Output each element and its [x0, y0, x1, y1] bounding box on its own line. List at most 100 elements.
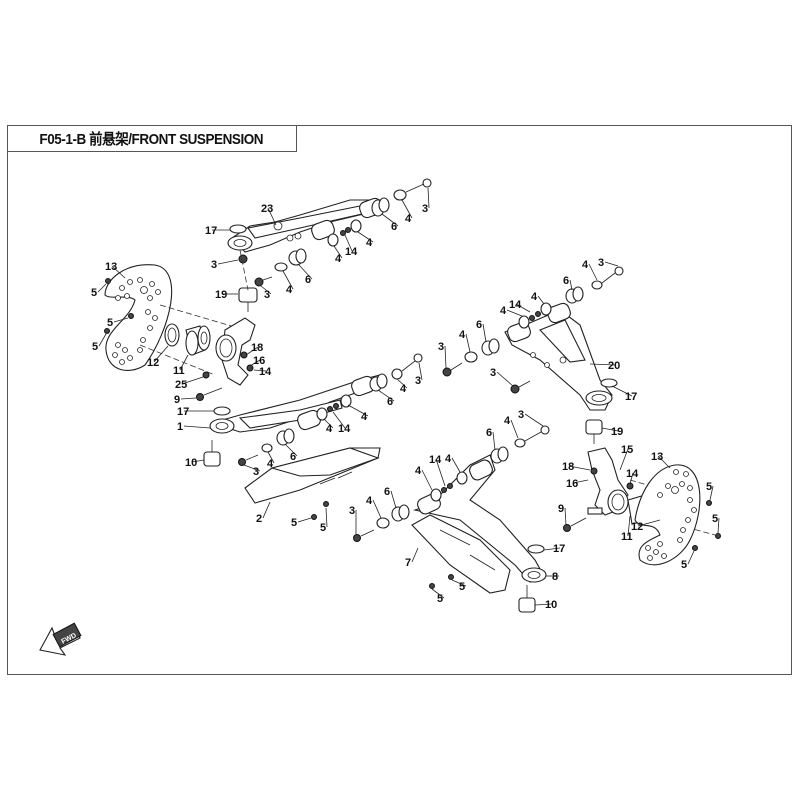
callout-leader-right-guard [411, 547, 419, 563]
callout-number-ul-washer-a: 4 [286, 284, 293, 296]
callout-leader-lower-left-ball-joint [191, 459, 205, 463]
callout-number-ll-washer-d: 4 [400, 383, 407, 395]
callout-number-ll-washer-a: 4 [267, 458, 274, 470]
callout-leader-left-disc-bolt-a [97, 283, 107, 293]
callout-number-ll-seal: 14 [338, 423, 351, 435]
callout-number-right-disc-bolt-c: 5 [681, 559, 687, 571]
lower-left-arm[interactable] [209, 374, 381, 434]
callout-number-lower-left-ball-joint: 10 [185, 457, 197, 469]
callout-leader-upper-right-arm [589, 363, 616, 366]
callout-leader-left-knuckle-bolt-25 [181, 376, 204, 385]
callout-number-upper-left-ring: 17 [205, 225, 217, 237]
callout-number-lr-bolt-b: 3 [518, 409, 524, 421]
callout-leader-ul-bush-a [297, 263, 313, 280]
callout-leader-right-knuckle-nut [568, 465, 591, 471]
lower-left-arm-hardware [203, 353, 423, 467]
callout-leader-left-cotter-pin [249, 359, 261, 367]
callout-number-left-knuckle-bolt-25: 25 [175, 379, 187, 391]
callout-number-lower-left-arm: 1 [177, 421, 183, 433]
diagram-frame [7, 125, 792, 675]
callout-number-upper-left-arm: 23 [261, 203, 273, 215]
left-hub-parts [139, 304, 246, 376]
lower-right-arm[interactable] [412, 454, 547, 583]
callout-leader-right-knuckle-bolt [564, 507, 567, 526]
forward-direction-arrow-icon: FWD [39, 622, 82, 656]
callout-number-ul-washer-c: 4 [366, 237, 373, 249]
callout-leader-ul-washer-a [282, 270, 294, 290]
left-skid-guard[interactable] [244, 447, 381, 520]
callout-leader-lr-seal [435, 458, 446, 487]
title-box: F05-1-B 前悬架/FRONT SUSPENSION [7, 125, 297, 152]
callout-number-right-knuckle: 15 [621, 444, 633, 456]
callout-leader-left-disc-bolt-c [98, 333, 107, 347]
upper-right-arm[interactable] [504, 302, 613, 411]
callout-leader-lower-left-arm [183, 425, 211, 429]
callout-number-lower-right-ring: 17 [553, 543, 565, 555]
callout-number-lr-bolt-a: 3 [349, 505, 355, 517]
callout-number-left-disc-bolt-b: 5 [107, 317, 113, 329]
callout-leader-ul-bolt-a [260, 285, 272, 295]
callout-number-ul-bush-a: 6 [305, 274, 311, 286]
callout-leader-right-guard-bolt-b [451, 579, 467, 587]
callout-leader-ll-seal [332, 411, 346, 429]
callout-leader-right-disc-bolt-b [717, 517, 720, 534]
callout-number-upper-left-ball-joint: 19 [215, 289, 227, 301]
right-brake-disc[interactable] [634, 464, 721, 566]
callout-number-lr-bush-a: 6 [384, 486, 390, 498]
callout-leader-right-knuckle [619, 448, 629, 471]
callout-number-right-cotter-pin: 16 [566, 478, 578, 490]
callout-number-lower-right-arm: 8 [552, 571, 558, 583]
callout-number-left-disc-bolt-a: 5 [91, 287, 97, 299]
callout-number-right-guard-bolt-b: 5 [459, 581, 465, 593]
callout-leader-ul-bolt-b [427, 187, 430, 209]
callout-leader-ll-washer-d [396, 378, 408, 389]
callout-number-right-knuckle-nut: 18 [562, 461, 574, 473]
callout-number-ul-seal: 14 [345, 246, 358, 258]
callout-number-left-cotter-pin: 16 [253, 355, 265, 367]
callout-leader-right-bearing [627, 515, 631, 537]
callout-leader-lr-bolt-b [524, 413, 544, 427]
callout-leader-ul-washer-c [357, 231, 374, 243]
callout-number-ll-bolt-b: 3 [415, 375, 421, 387]
callout-number-ur-bolt-b: 3 [598, 257, 604, 269]
callout-leader-ur-seal [515, 303, 531, 313]
callout-leader-ur-bolt-b [604, 261, 619, 267]
callout-number-right-bearing: 11 [621, 531, 633, 543]
left-steering-knuckle[interactable] [196, 317, 256, 416]
callout-number-left-snap-ring: 12 [147, 357, 159, 369]
callout-leader-ll-bush-b [377, 389, 395, 402]
callout-leader-left-guard-bolt-a [297, 517, 312, 523]
callout-number-left-bearing: 11 [173, 365, 185, 377]
callout-number-ul-bolt-a: 3 [264, 289, 270, 301]
callout-leader-ur-bush-b [569, 279, 573, 291]
callout-number-lr-washer-a: 4 [366, 495, 373, 507]
callout-leader-ur-bolt-a [444, 345, 447, 369]
right-steering-knuckle[interactable] [563, 447, 634, 532]
callout-leader-right-disc-bolt-c [687, 550, 695, 565]
left-brake-disc[interactable] [104, 264, 173, 371]
callout-leader-upper-right-ring [611, 385, 633, 397]
callout-number-upper-right-ring: 17 [625, 391, 637, 403]
callout-leader-ll-bush-a [284, 443, 298, 457]
callout-number-ul-washer-b: 4 [335, 253, 342, 265]
callout-leader-ll-bolt-a [243, 464, 261, 472]
callout-leader-ur-bolt-c [496, 371, 514, 387]
callout-leader-right-guard-bolt-a [431, 588, 445, 599]
callout-number-right-guard-bolt-a: 5 [437, 593, 443, 605]
callout-leader-ur-washer-d [588, 263, 598, 281]
upper-right-arm-hardware [442, 266, 624, 444]
callout-number-ul-bolt-b: 3 [422, 203, 428, 215]
callout-leader-ul-bush-b [381, 213, 399, 227]
callout-leader-ur-washer-b [506, 309, 523, 317]
callout-leader-left-knuckle-bolt [180, 397, 197, 400]
callout-number-lr-washer-b: 4 [415, 465, 422, 477]
callout-number-left-disc: 13 [105, 261, 117, 273]
callout-number-right-snap-ring: 12 [631, 521, 643, 533]
callout-number-ll-bush-b: 6 [387, 396, 393, 408]
right-skid-guard[interactable] [411, 514, 511, 594]
callout-number-ll-bush-a: 6 [290, 451, 296, 463]
callout-number-ur-seal: 14 [509, 299, 522, 311]
callout-leader-upper-left-arm [267, 207, 277, 226]
callout-number-upper-right-arm: 20 [608, 360, 620, 372]
